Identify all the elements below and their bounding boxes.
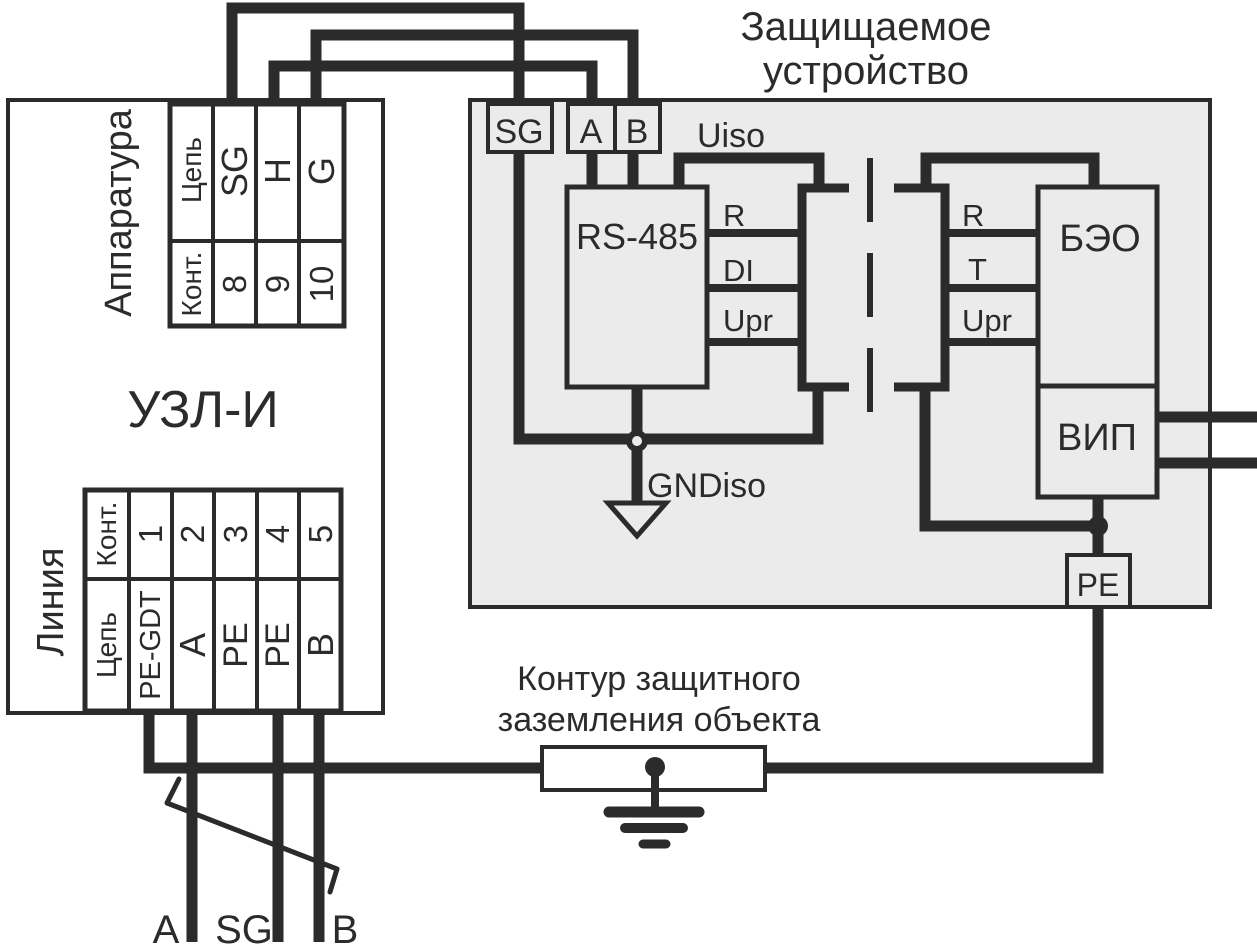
line-side-label: Линия	[30, 548, 72, 657]
pe-terminal	[1065, 553, 1132, 609]
beo-pin-t: T	[968, 252, 987, 287]
beo-pin-upr: Upr	[962, 303, 1012, 338]
line-label-sg: SG	[215, 908, 273, 945]
interface-jumper-wires	[226, 2, 639, 106]
isolation-barrier	[707, 158, 1038, 413]
vip-box	[1035, 383, 1160, 500]
uzl-device: УЗЛ-И Аппаратура Цепь SG H G Конт. 8 9 1…	[6, 98, 385, 715]
wire-sg-ground-bus	[513, 150, 824, 445]
wire-bracket-to-pe	[919, 385, 1098, 532]
rs485-pin-upr: Upr	[723, 303, 773, 338]
apparatus-terminal-block: Аппаратура Цепь SG H G Конт. 8 9 10	[98, 101, 347, 329]
rs485-pin-lines	[707, 229, 802, 346]
wire-right-loop	[920, 152, 1100, 189]
protective-earth-icon	[603, 806, 705, 849]
apparatus-contact-10: 10	[303, 266, 340, 303]
line-contact-3: 3	[217, 525, 254, 543]
terminal-a-label: A	[580, 113, 603, 151]
apparatus-table-grid	[170, 104, 344, 326]
wire-sg-to-sg	[226, 2, 525, 104]
rs485-block: RS-485 R DI Upr Uiso	[564, 117, 773, 390]
line-contact-4: 4	[259, 525, 296, 543]
apparatus-circuit-g: G	[301, 157, 342, 185]
wire-uiso-loop	[673, 152, 825, 189]
line-wires: А SG В	[153, 711, 359, 945]
wire-pe-to-bus	[765, 605, 1104, 774]
line-label-b: В	[332, 908, 359, 945]
beo-pin-r: R	[962, 198, 984, 233]
input-terminals: SG A B	[486, 102, 662, 154]
line-contact-1: 1	[132, 525, 169, 543]
line-circuit-a: A	[172, 633, 213, 657]
uzl-device-name: УЗЛ-И	[127, 381, 279, 439]
apparatus-circuit-header: Цепь	[176, 137, 207, 203]
apparatus-side-label: Аппаратура	[98, 108, 140, 317]
gndiso-node: GNDiso	[602, 430, 766, 540]
earth-label-line2: заземления объекта	[498, 701, 821, 739]
vip-label: ВИП	[1057, 417, 1137, 459]
earth-circuit: Контур защитного заземления объекта	[143, 605, 1104, 849]
apparatus-contact-9: 9	[259, 275, 296, 293]
line-contact-header: Конт.	[91, 502, 122, 567]
rs485-box	[564, 184, 710, 390]
line-label-a: А	[153, 908, 180, 945]
line-circuit-pe-gdt: PE-GDT	[135, 590, 167, 700]
apparatus-contact-8: 8	[216, 275, 253, 293]
beo-pin-lines	[945, 229, 1038, 346]
line-contact-2: 2	[174, 525, 211, 543]
beo-box	[1035, 184, 1160, 389]
line-circuit-header: Цепь	[91, 612, 122, 678]
protected-device-title-line1: Защищаемое	[740, 5, 991, 49]
line-circuit-b: B	[300, 633, 341, 657]
line-circuit-pe3: PE	[217, 622, 255, 667]
wire-bus-to-pegdt	[143, 711, 542, 774]
rs485-label: RS-485	[576, 216, 698, 257]
line-table-grid	[85, 490, 341, 711]
rs485-pin-di: DI	[723, 253, 754, 288]
gndiso-label: GNDiso	[647, 467, 766, 505]
apparatus-circuit-h: H	[257, 158, 298, 184]
line-circuit-pe4: PE	[259, 622, 297, 667]
uiso-label: Uiso	[697, 117, 765, 155]
gndiso-junction-dot	[626, 430, 648, 452]
line-terminal-block: Линия Конт. 1 2 3 4 5 Цепь PE-GDT A PE P…	[30, 487, 344, 714]
pe-terminal-label: PE	[1077, 567, 1120, 603]
terminal-b-label: B	[626, 113, 649, 151]
earth-label-line1: Контур защитного	[517, 660, 801, 698]
beo-vip-blocks: БЭО R T Upr ВИП	[962, 184, 1160, 536]
protected-device-wiring	[513, 150, 1257, 557]
terminal-sg	[486, 102, 554, 154]
earth-junction-dot	[645, 757, 665, 777]
terminal-sg-label: SG	[494, 113, 543, 151]
line-contact-5: 5	[302, 525, 339, 543]
apparatus-circuit-sg: SG	[214, 145, 255, 197]
cable-group-slash	[164, 776, 340, 895]
pe-junction-dot	[1088, 516, 1108, 536]
pe-terminal-group: PE	[1065, 553, 1132, 609]
wire-h-to-a	[268, 60, 598, 106]
beo-label: БЭО	[1059, 218, 1140, 260]
apparatus-contact-header: Конт.	[176, 252, 207, 317]
gndiso-ground-symbol	[602, 500, 672, 540]
protected-device-title-line2: устройство	[763, 49, 969, 93]
rs485-pin-r: R	[723, 198, 745, 233]
terminal-b	[613, 102, 662, 154]
